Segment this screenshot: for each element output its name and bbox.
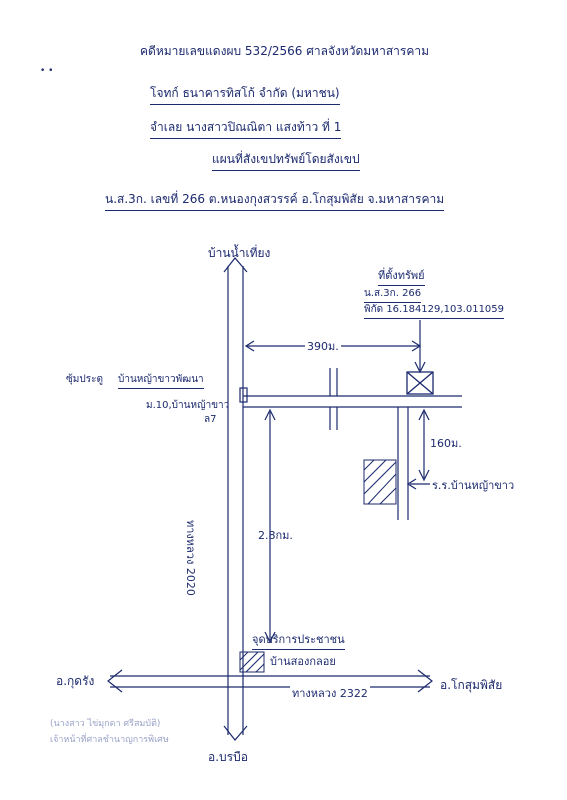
property-label: ที่ตั้งทรัพย์	[378, 266, 425, 286]
service-center-block	[239, 651, 265, 673]
case-number-line: คดีหมายเลขแดงผบ 532/2566 ศาลจังหวัดมหาสา…	[140, 44, 430, 58]
school-block	[363, 459, 397, 505]
property-coordinates: พิกัด 16.184129,103.011059	[364, 302, 505, 319]
gate-moo: ม.10,บ้านหญ้าขาว	[146, 400, 230, 411]
south-arrow	[223, 725, 248, 741]
map-title: แผนที่สังเขปทรัพย์โดยสังเขป	[212, 150, 360, 171]
gate-village: บ้านหญ้าขาวพัฒนา	[118, 372, 204, 389]
service-center-label: จุดบริการประชาชน	[252, 630, 345, 650]
north-arrow	[223, 257, 248, 273]
distance-road: 2.8กม.	[258, 529, 293, 542]
officer-title-stamp: เจ้าหน้าที่ศาลชำนาญการพิเศษ	[50, 735, 169, 745]
east-arrow	[417, 669, 433, 693]
south-town-label: อ.บรบือ	[208, 750, 248, 764]
east-town-label: อ.โกสุมพิสัย	[440, 678, 503, 692]
officer-name-stamp: (นางสาว ไข่มุกดา ศรีสมบัติ)	[50, 719, 161, 729]
property-marker	[406, 371, 434, 395]
service-center-village: บ้านสองกลอย	[270, 655, 336, 668]
gate-number: ล7	[204, 414, 217, 425]
road-2020-label: ทางหลวง 2020	[184, 520, 197, 596]
west-town-label: อ.กุดรัง	[56, 674, 95, 688]
north-village-label: บ้านน้ำเที่ยง	[208, 246, 271, 260]
deed-line: น.ส.3ก. เลขที่ 266 ต.หนองกุงสวรรค์ อ.โกส…	[105, 190, 445, 211]
gate-label: ซุ้มประตู	[66, 374, 103, 385]
school-label: ร.ร.บ้านหญ้าขาว	[432, 479, 515, 492]
bullet-dots: • •	[40, 66, 54, 76]
distance-east: 390ม.	[305, 337, 341, 355]
defendant-line: จำเลย นางสาวปิณณิตา แสงท้าว ที่ 1	[150, 118, 342, 139]
plaintiff-line: โจทก์ ธนาคารทิสโก้ จำกัด (มหาชน)	[150, 84, 340, 105]
distance-south: 160ม.	[430, 437, 462, 450]
highway-2322-label: ทางหลวง 2322	[290, 684, 370, 702]
property-deed: น.ส.3ก. 266	[364, 286, 422, 303]
west-arrow	[107, 669, 123, 693]
